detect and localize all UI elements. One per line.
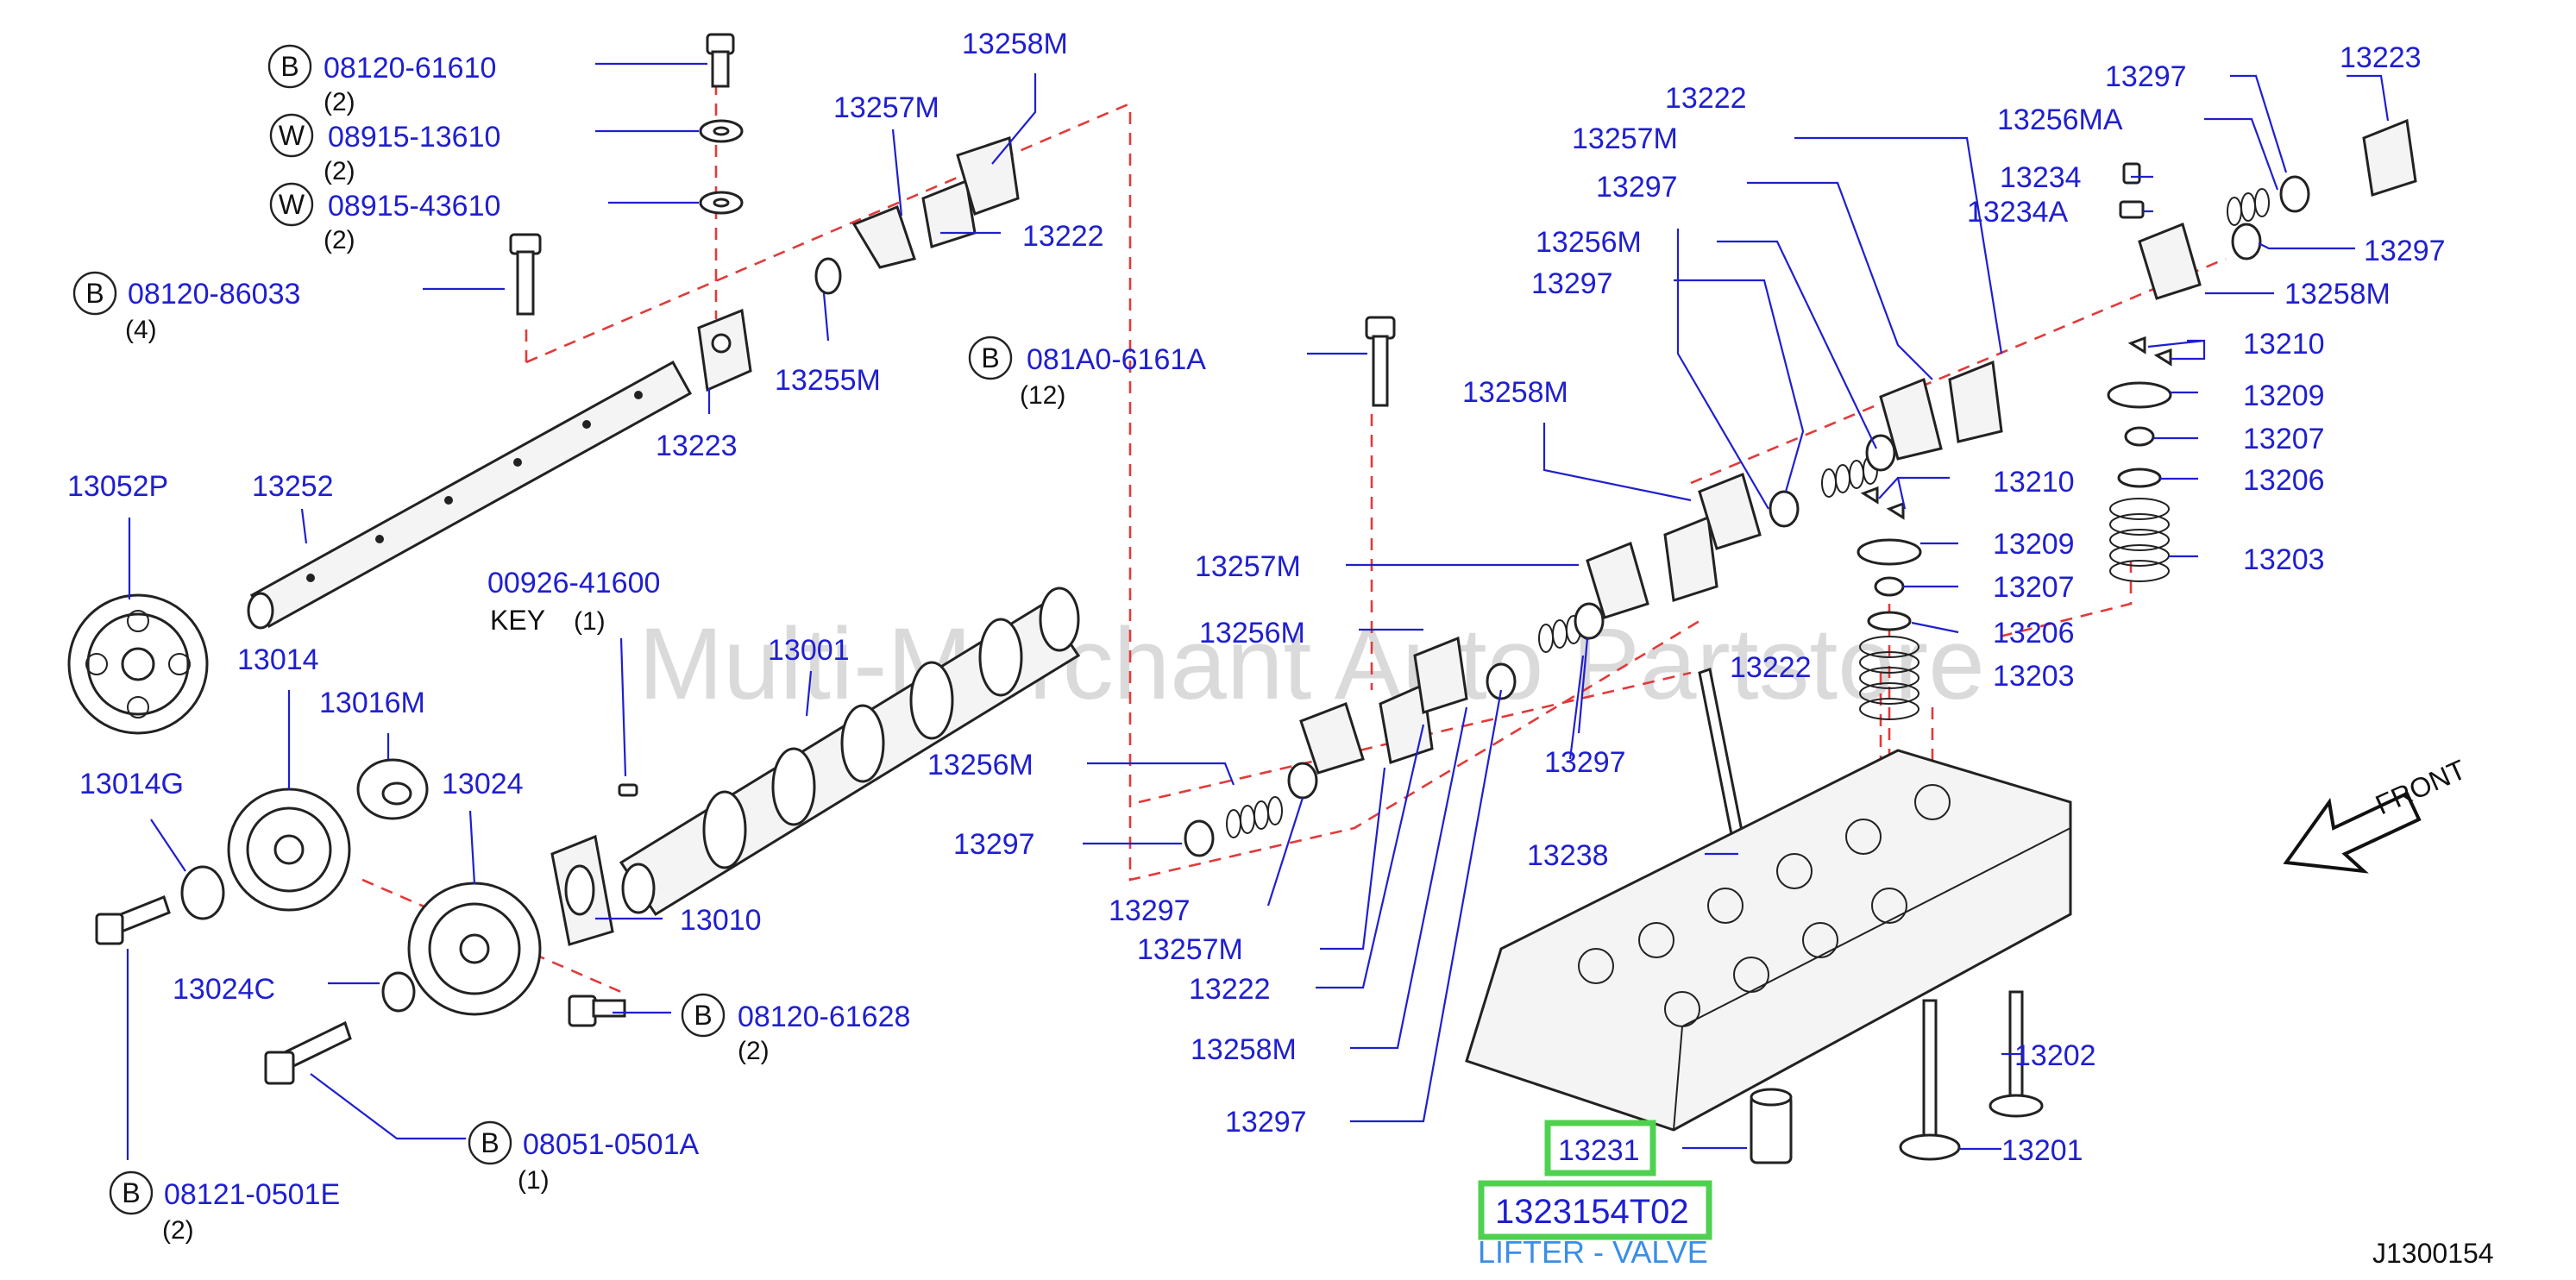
part-label[interactable]: 13223 [656,430,738,462]
centerlines [361,62,2227,994]
part-label[interactable]: 13206 [1993,617,2075,649]
part-label[interactable]: 08051-0501A [523,1128,700,1161]
code-letter: B [481,1127,499,1158]
part-label[interactable]: 08120-86033 [128,278,300,311]
part-label[interactable]: 13203 [2243,543,2325,576]
part-label[interactable]: 13297 [1531,267,1613,300]
part-label[interactable]: 13234 [2000,161,2082,194]
part-label[interactable]: 13297 [1225,1106,1307,1139]
selected-part-number[interactable]: 1323154T02 [1495,1193,1689,1231]
part-label[interactable]: 13257M [833,91,939,124]
part-label[interactable]: 08121-0501E [164,1178,340,1211]
part-label[interactable]: 13206 [2243,464,2325,497]
watermark-text: Multi-Merchant Auto Partstore [638,607,1985,721]
front-arrow-icon [2283,791,2422,874]
part-label[interactable]: 13234A [1967,196,2069,229]
part-drawings [67,33,2417,1164]
part-label[interactable]: 13297 [1596,171,1678,204]
diagram-id: J1300154 [2372,1238,2494,1269]
part-label[interactable]: 13207 [1993,571,2075,604]
part-label[interactable]: 13257M [1137,933,1243,966]
part-label[interactable]: 13201 [2001,1134,2083,1167]
part-label[interactable]: 13203 [1993,660,2075,693]
part-label[interactable]: 13024C [173,973,275,1006]
part-label[interactable]: 13258M [1462,376,1568,409]
part-label[interactable]: 08120-61610 [324,52,496,85]
part-label[interactable]: 08915-13610 [328,121,500,154]
key-label: KEY [490,605,545,636]
part-label[interactable]: 13014 [237,643,319,676]
part-labels: B 08120-61610 (2) W 08915-13610 (2) W 08… [67,28,2446,1245]
part-label[interactable]: 13209 [2243,380,2325,412]
leader-lines [126,62,2390,1160]
part-label[interactable]: 13210 [1993,466,2075,499]
part-label[interactable]: 13257M [1195,550,1301,583]
code-letter: B [694,1000,712,1031]
selected-part-highlight[interactable] [1544,1120,1656,1176]
selected-part-label[interactable]: 13231 [1558,1134,1640,1167]
part-label[interactable]: 13297 [2105,60,2187,93]
part-label[interactable]: 13209 [1993,528,2075,561]
part-qty: (12) [1020,381,1065,410]
part-label[interactable]: 081A0-6161A [1027,343,1206,376]
part-label[interactable]: 08915-43610 [328,190,500,223]
code-letter: W [279,120,305,151]
part-label[interactable]: 13222 [1022,220,1104,253]
part-label[interactable]: 13223 [2340,41,2422,74]
part-qty: (4) [125,316,157,344]
code-letter: B [122,1177,140,1208]
part-label[interactable]: 13222 [1730,651,1812,684]
part-label[interactable]: 13297 [1109,894,1191,927]
part-label[interactable]: 00926-41600 [487,567,660,599]
part-label[interactable]: 13256M [927,749,1034,781]
part-qty: (2) [162,1216,194,1245]
code-letter: B [280,51,298,82]
part-label[interactable]: 13255M [775,364,881,397]
front-direction-indicator: FRONT [2283,754,2471,874]
selected-part-group[interactable]: 13231 1323154T02 LIFTER - VALVE [1478,1120,1747,1270]
part-qty: (2) [324,88,355,116]
part-label[interactable]: 13207 [2243,423,2325,455]
part-label[interactable]: 13202 [2014,1039,2096,1072]
front-label: FRONT [2371,754,2470,821]
part-label[interactable]: 13016M [319,687,425,719]
selected-part-number-highlight[interactable] [1478,1180,1712,1240]
part-label[interactable]: 13257M [1572,122,1678,155]
part-label[interactable]: 13210 [2243,328,2325,361]
part-label[interactable]: 13238 [1527,839,1609,872]
part-label[interactable]: 13001 [768,634,850,667]
part-qty: (1) [574,607,606,636]
part-label[interactable]: 13256M [1536,226,1642,259]
part-label[interactable]: 13222 [1665,82,1747,115]
part-label[interactable]: 13010 [680,904,762,937]
code-letter: B [981,342,999,373]
part-label[interactable]: 13024 [442,768,524,800]
part-label[interactable]: 13297 [953,828,1035,861]
part-label[interactable]: 13222 [1189,973,1271,1006]
code-circles [72,44,1013,1215]
part-label[interactable]: 13256M [1199,617,1305,649]
code-letter: W [279,189,305,220]
part-label[interactable]: 13297 [1544,746,1626,779]
code-letter: B [85,278,104,309]
part-label[interactable]: 13258M [2284,278,2391,311]
part-label[interactable]: 13256MA [1997,104,2123,136]
part-qty: (1) [518,1166,550,1195]
part-label[interactable]: 13052P [67,470,168,503]
selected-part-description: LIFTER - VALVE [1478,1234,1708,1270]
part-label[interactable]: 13258M [1191,1033,1297,1066]
part-qty: (2) [324,157,355,185]
part-label[interactable]: 13297 [2364,235,2446,267]
part-label[interactable]: 13252 [252,470,334,503]
part-qty: (2) [738,1037,770,1065]
part-label[interactable]: 08120-61628 [738,1001,910,1033]
part-label[interactable]: 13258M [962,28,1068,60]
part-label[interactable]: 13014G [79,768,184,800]
part-qty: (2) [324,226,355,254]
